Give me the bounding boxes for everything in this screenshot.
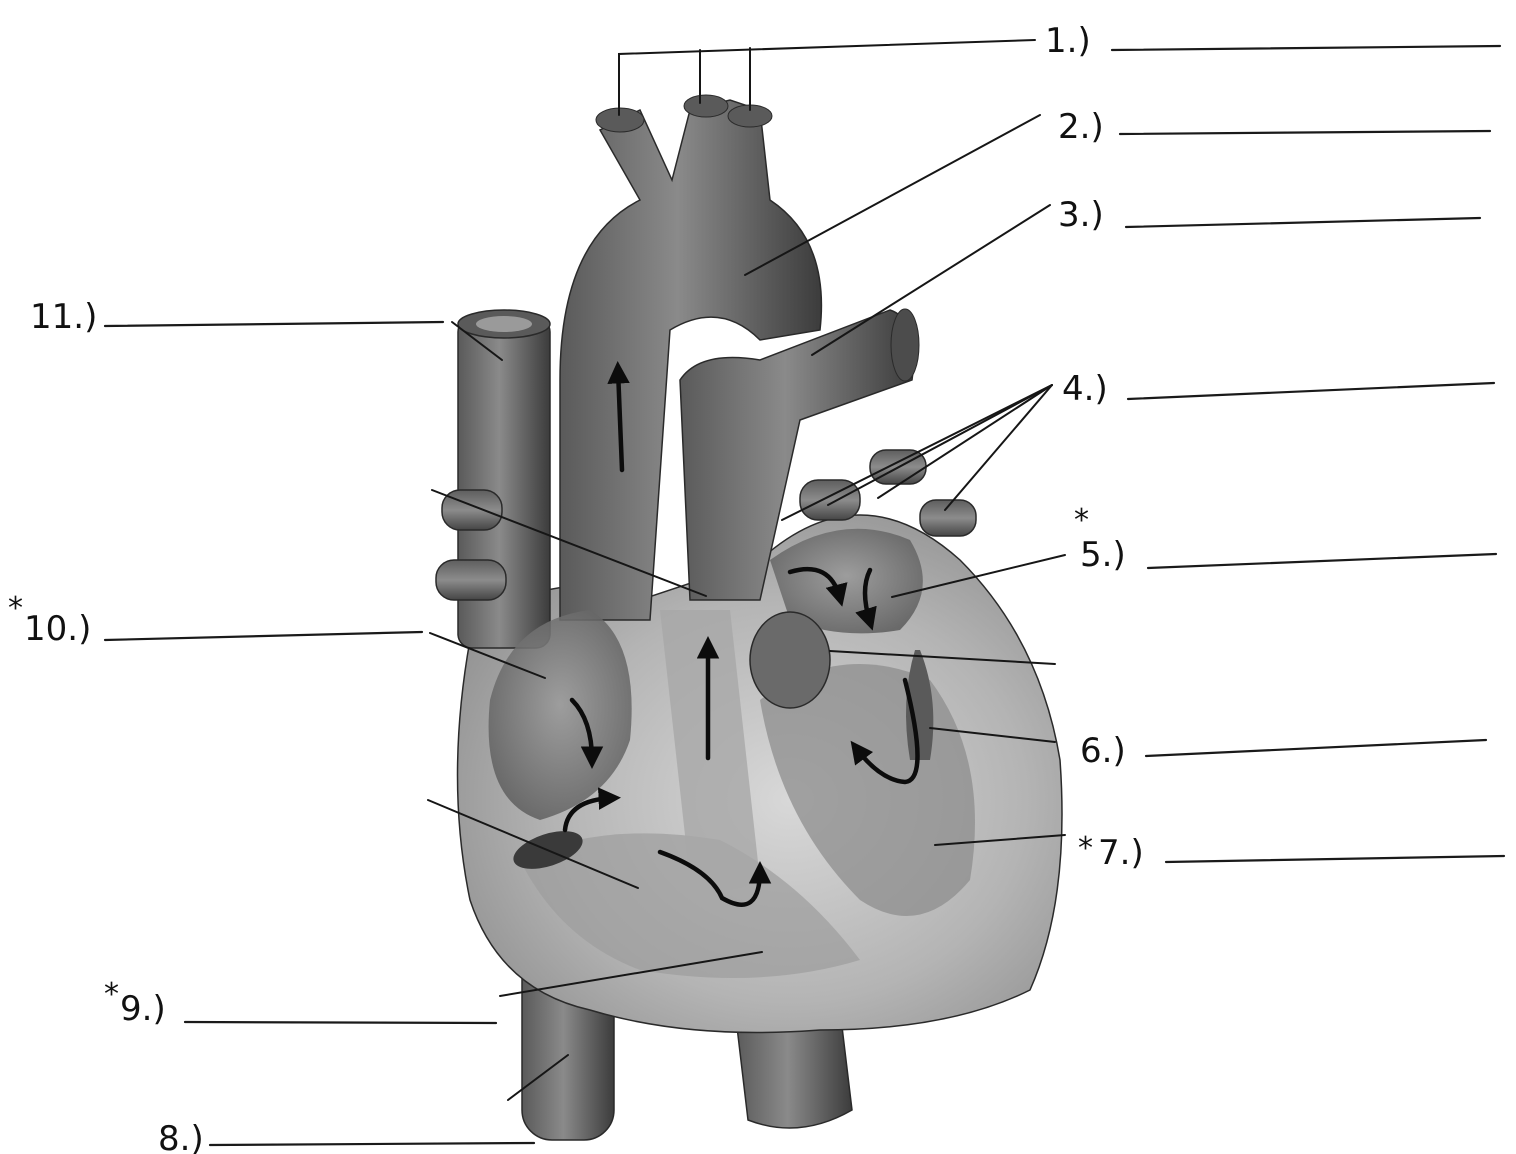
blank-10[interactable] [105, 632, 422, 640]
blank-11[interactable] [105, 322, 443, 326]
blank-6[interactable] [1146, 740, 1486, 756]
blank-5[interactable] [1148, 554, 1496, 568]
star-10: * [8, 591, 23, 626]
blank-4[interactable] [1128, 383, 1494, 399]
label-7: 7.) [1098, 833, 1144, 873]
label-6: 6.) [1080, 731, 1126, 771]
star-7: * [1078, 831, 1093, 866]
blank-1[interactable] [1112, 46, 1500, 50]
label-4: 4.) [1062, 369, 1108, 409]
label-5: 5.) [1080, 535, 1126, 575]
blank-9[interactable] [185, 1022, 496, 1023]
label-3: 3.) [1058, 195, 1104, 235]
right-pulmonary-vein-lower [436, 560, 506, 600]
label-2: 2.) [1058, 107, 1104, 147]
label-8: 8.) [158, 1119, 204, 1154]
heart-illustration [436, 95, 1062, 1140]
blank-7[interactable] [1166, 856, 1504, 862]
label-11: 11.) [30, 297, 97, 337]
label-9: 9.) [120, 989, 166, 1029]
blank-3[interactable] [1126, 218, 1480, 227]
label-1: 1.) [1045, 21, 1091, 61]
star-9: * [104, 977, 119, 1012]
label-10: 10.) [24, 609, 91, 649]
blank-2[interactable] [1120, 131, 1490, 134]
star-5: * [1074, 503, 1089, 538]
blank-8[interactable] [210, 1143, 534, 1145]
right-pulmonary-vein-upper [442, 490, 502, 530]
mitral-valve [750, 612, 830, 708]
